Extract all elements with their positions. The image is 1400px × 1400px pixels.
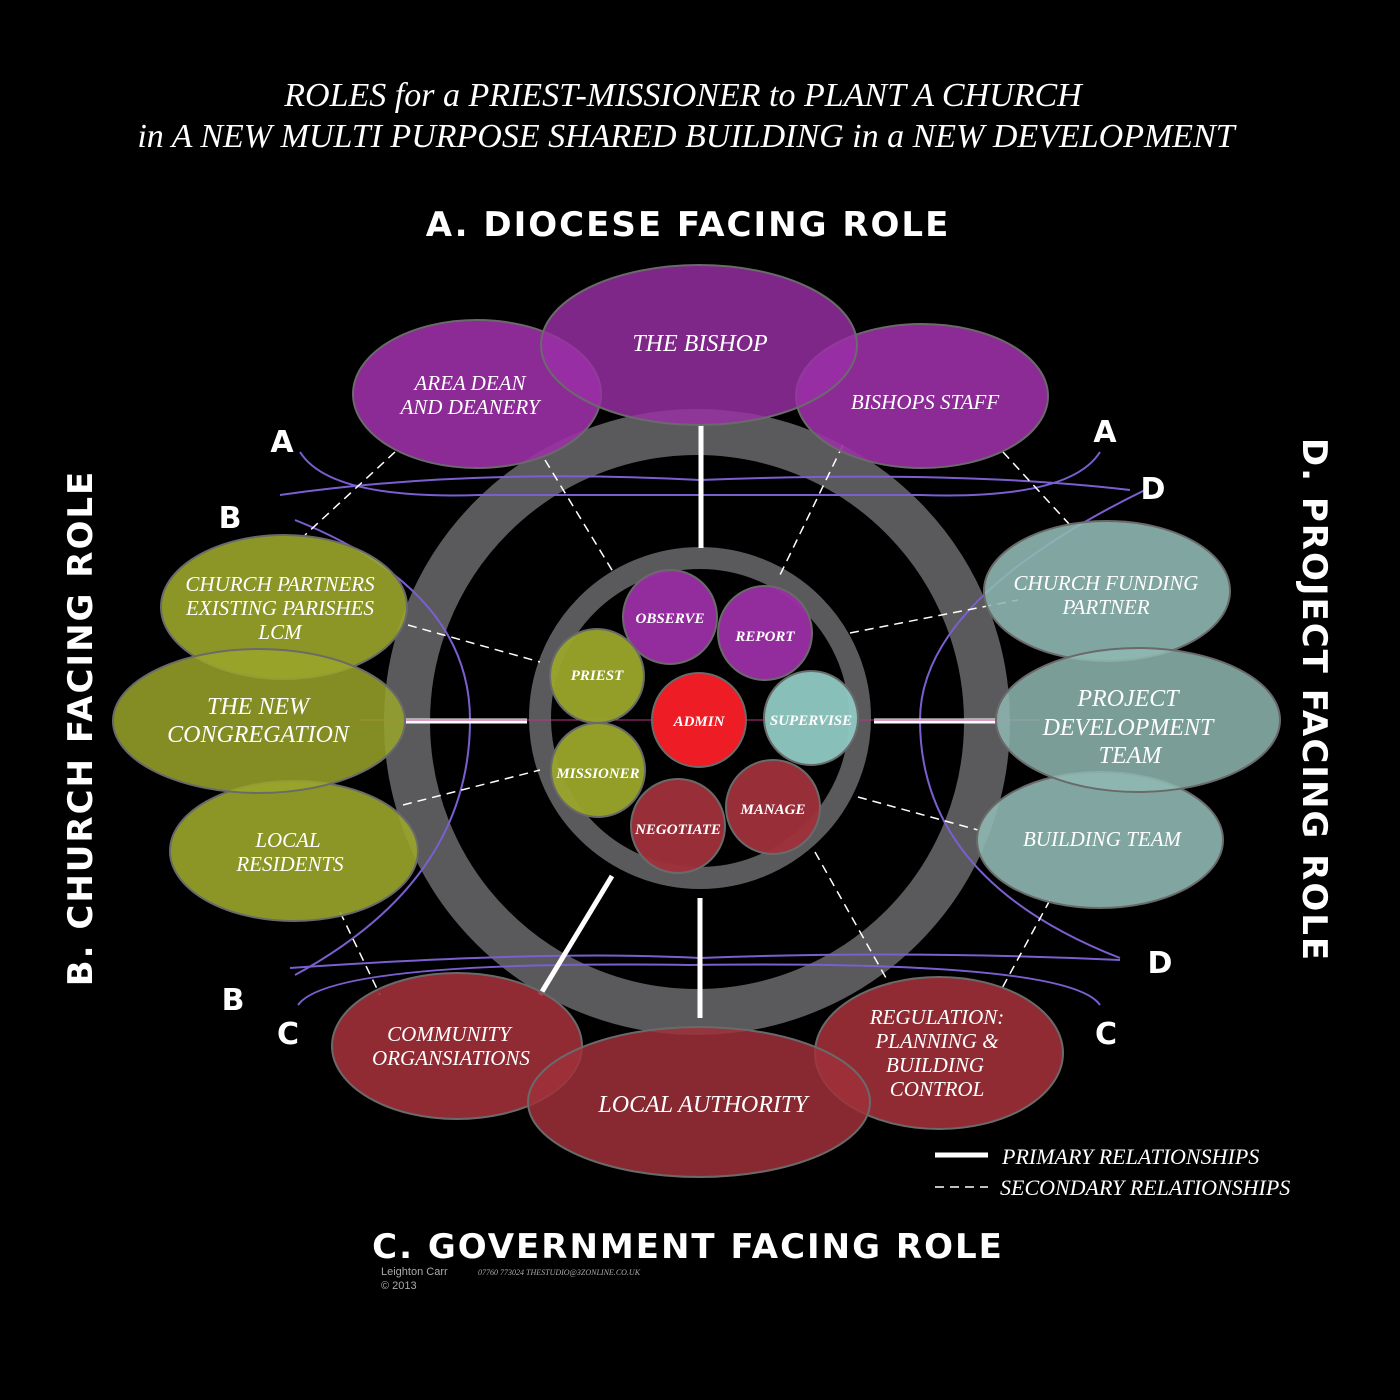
project-team-label-2: DEVELOPMENT	[1042, 715, 1215, 741]
credit-name: Leighton Carr	[381, 1266, 448, 1278]
credit-copyright: © 2013	[381, 1280, 417, 1292]
diocese-group: THE BISHOP AREA DEAN AND DEANERY BISHOPS…	[352, 264, 1049, 469]
regulation-label-2: PLANNING &	[874, 1029, 999, 1053]
negotiate-circle	[630, 778, 726, 874]
regulation-label-4: CONTROL	[890, 1077, 985, 1101]
church-partners-label-1: CHURCH PARTNERS	[185, 572, 375, 596]
project-team-label-1: PROJECT	[1076, 686, 1180, 712]
report-label: REPORT	[734, 629, 795, 645]
project-team-ellipse	[995, 647, 1281, 793]
manage-label: MANAGE	[739, 802, 805, 818]
church-partners-label-3: LCM	[257, 620, 303, 644]
observe-circle	[622, 569, 718, 665]
community-org-ellipse	[331, 972, 583, 1120]
legend-primary-label: PRIMARY RELATIONSHIPS	[1001, 1144, 1259, 1169]
zone-letter-a-right: A	[1093, 415, 1117, 450]
heading-church: B. CHURCH FACING ROLE	[61, 470, 101, 987]
zone-letter-d-bottom: D	[1148, 946, 1173, 981]
zone-letters: A A B B C C D D	[219, 415, 1173, 1052]
church-funding-label-2: PARTNER	[1061, 595, 1149, 619]
regulation-label-1: REGULATION:	[869, 1005, 1005, 1029]
community-org-label-2: ORGANSIATIONS	[372, 1046, 530, 1070]
church-partners-label-2: EXISTING PARISHES	[185, 596, 375, 620]
church-funding-label-1: CHURCH FUNDING	[1014, 571, 1199, 595]
area-dean-label-1: AREA DEAN	[412, 371, 526, 395]
title-line-2: in A NEW MULTI PURPOSE SHARED BUILDING i…	[137, 118, 1236, 155]
legend: PRIMARY RELATIONSHIPS SECONDARY RELATION…	[935, 1144, 1290, 1200]
primary-links	[405, 425, 996, 1018]
title-line-1: ROLES for a PRIEST-MISSIONER to PLANT A …	[283, 77, 1084, 114]
zone-letter-b-bottom: B	[222, 983, 245, 1018]
priest-label: PRIEST	[571, 668, 624, 684]
zone-letter-d-top: D	[1141, 472, 1166, 507]
bishop-label: THE BISHOP	[632, 331, 768, 357]
legend-secondary-label: SECONDARY RELATIONSHIPS	[1000, 1175, 1290, 1200]
report-circle	[717, 585, 813, 681]
heading-government: C. GOVERNMENT FACING ROLE	[372, 1227, 1004, 1267]
community-org-label-1: COMMUNITY	[387, 1022, 513, 1046]
bishop-ellipse	[540, 264, 858, 426]
supervise-label: SUPERVISE	[770, 713, 852, 729]
zone-letter-c-left: C	[277, 1017, 299, 1052]
credit: Leighton Carr 07760 773024 THESTUDIO@3ZO…	[381, 1266, 641, 1292]
admin-circle	[651, 672, 747, 768]
missioner-circle	[550, 722, 646, 818]
manage-circle	[725, 759, 821, 855]
zone-letter-a-left: A	[270, 425, 294, 460]
church-group: CHURCH PARTNERS EXISTING PARISHES LCM TH…	[112, 534, 419, 922]
negotiate-label: NEGOTIATE	[634, 822, 721, 838]
new-congregation-ellipse	[112, 648, 406, 794]
admin-label: ADMIN	[673, 714, 726, 730]
local-authority-label: LOCAL AUTHORITY	[597, 1092, 810, 1118]
project-group: CHURCH FUNDING PARTNER PROJECT DEVELOPME…	[976, 520, 1281, 909]
building-team-label: BUILDING TEAM	[1023, 827, 1183, 851]
regulation-label-3: BUILDING	[886, 1053, 984, 1077]
missioner-label: MISSIONER	[555, 766, 639, 782]
new-congregation-label-1: THE NEW	[207, 694, 311, 720]
local-authority-ellipse	[527, 1026, 871, 1178]
area-dean-label-2: AND DEANERY	[398, 395, 541, 419]
heading-diocese: A. DIOCESE FACING ROLE	[426, 205, 951, 245]
observe-label: OBSERVE	[636, 611, 705, 627]
government-group: COMMUNITY ORGANSIATIONS LOCAL AUTHORITY …	[331, 972, 1064, 1178]
new-congregation-label-2: CONGREGATION	[167, 722, 351, 748]
local-residents-label-1: LOCAL	[254, 828, 320, 852]
supervise-circle	[763, 670, 859, 766]
zone-letter-c-right: C	[1095, 1017, 1117, 1052]
inner-ring	[529, 547, 871, 889]
inner-roles: OBSERVE REPORT PRIEST ADMIN SUPERVISE MI…	[549, 569, 859, 874]
local-residents-label-2: RESIDENTS	[235, 852, 344, 876]
project-team-label-3: TEAM	[1099, 743, 1164, 769]
zone-letter-b-top: B	[219, 501, 242, 536]
bishops-staff-label: BISHOPS STAFF	[851, 390, 1000, 414]
heading-project: D. PROJECT FACING ROLE	[1294, 438, 1334, 962]
credit-contact: 07760 773024 THESTUDIO@3ZONLINE.CO.UK	[478, 1268, 641, 1277]
